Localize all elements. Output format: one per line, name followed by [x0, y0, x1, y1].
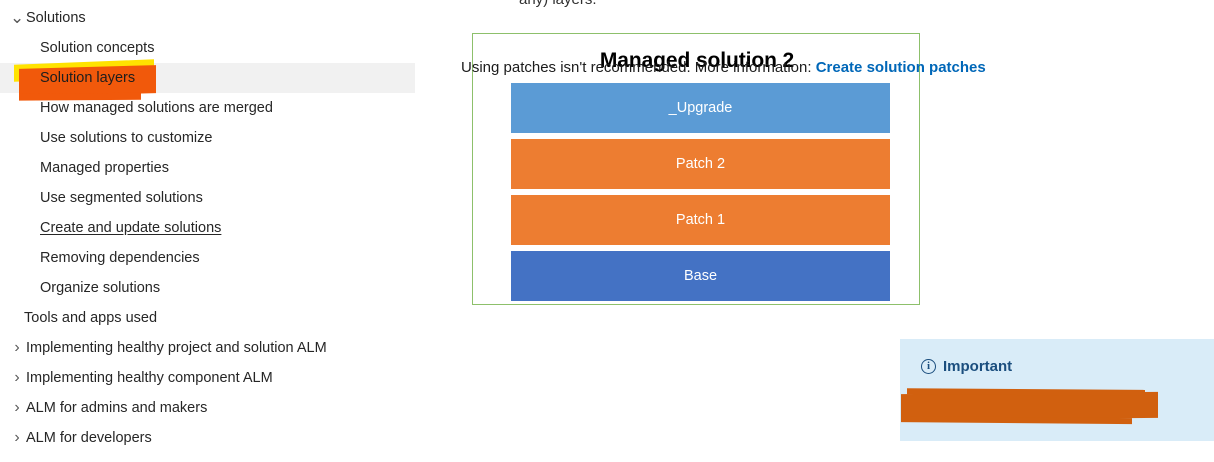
solution-layer-patch-2: Patch 2: [511, 139, 890, 189]
sidebar-item-label: Use segmented solutions: [40, 190, 203, 206]
orange-marker-highlight-callout: [901, 391, 1158, 421]
sidebar-item-label: Removing dependencies: [40, 250, 200, 266]
sidebar-item-removing-dependencies[interactable]: Removing dependencies: [0, 243, 440, 273]
sidebar-item-use-solutions-to-customize[interactable]: Use solutions to customize: [0, 123, 440, 153]
solution-layer-label: Patch 2: [675, 156, 726, 172]
callout-header: i Important: [921, 358, 1012, 375]
sidebar-item-solutions[interactable]: ⌄Solutions: [0, 3, 440, 33]
sidebar-item-tools-and-apps-used[interactable]: Tools and apps used: [0, 303, 440, 333]
solution-layer-label: _Upgrade: [668, 100, 733, 116]
chevron-down-icon[interactable]: ⌄: [10, 8, 25, 27]
info-circle-icon: i: [921, 359, 936, 374]
chevron-right-icon[interactable]: ›: [14, 339, 20, 356]
sidebar-item-organize-solutions[interactable]: Organize solutions: [0, 273, 440, 303]
solution-layer-base: Base: [511, 251, 890, 301]
sidebar-item-implementing-healthy-component-alm[interactable]: › Implementing healthy component ALM: [0, 363, 440, 393]
diagram-title: Managed solution 2: [599, 49, 795, 72]
solution-layer-label: Patch 1: [675, 212, 726, 228]
sidebar-item-label: How managed solutions are merged: [40, 100, 273, 116]
sidebar-item-label: ALM for admins and makers: [26, 400, 208, 416]
chevron-right-icon[interactable]: ›: [14, 429, 20, 446]
sidebar-item-label: Implementing healthy project and solutio…: [26, 340, 327, 356]
sidebar-item-label: Tools and apps used: [24, 310, 158, 326]
callout-body: Using patches isn't recommended. More in…: [461, 59, 986, 76]
callout-title: Important: [943, 358, 1013, 375]
chevron-right-icon[interactable]: ›: [14, 399, 20, 416]
sidebar-item-solution-layers-label[interactable]: Solution layers: [40, 70, 136, 86]
solution-layer-patch-1: Patch 1: [511, 195, 890, 245]
sidebar-item-solution-concepts[interactable]: Solution concepts: [0, 33, 440, 63]
sidebar-item-label: Create and update solutions: [40, 220, 222, 236]
sidebar-item-alm-for-developers[interactable]: › ALM for developers: [0, 423, 440, 453]
create-solution-patches-link[interactable]: Create solution patches: [815, 59, 986, 76]
callout-body-text: Using patches isn't recommended. More in…: [461, 59, 816, 76]
main-content: any) layers. Managed solution 2 _Upgrade…: [440, 0, 1214, 462]
sidebar-item-create-and-update-solutions[interactable]: Create and update solutions: [0, 213, 440, 243]
sidebar-item-use-segmented-solutions[interactable]: Use segmented solutions: [0, 183, 440, 213]
sidebar-item-label: Solutions: [26, 10, 86, 26]
chevron-right-icon[interactable]: ›: [14, 369, 20, 386]
sidebar-item-label: Managed properties: [40, 160, 169, 176]
sidebar-item-label: Organize solutions: [40, 280, 161, 296]
sidebar-item-managed-properties[interactable]: Managed properties: [0, 153, 440, 183]
solution-layer-label: Base: [683, 268, 718, 284]
sidebar-item-implementing-healthy-project-and-solution-alm[interactable]: › Implementing healthy project and soluti…: [0, 333, 440, 363]
sidebar-item-label: Implementing healthy component ALM: [26, 370, 273, 386]
clipped-paragraph-text: any) layers.: [519, 0, 597, 8]
sidebar-item-label: ALM for developers: [26, 430, 152, 446]
sidebar-item-label: Use solutions to customize: [40, 130, 213, 146]
sidebar-item-how-managed-solutions-are-merged[interactable]: How managed solutions are merged: [0, 93, 440, 123]
solution-layer-upgrade: _Upgrade: [511, 83, 890, 133]
sidebar-item-alm-for-admins-and-makers[interactable]: › ALM for admins and makers: [0, 393, 440, 423]
sidebar-item-label: Solution concepts: [40, 40, 155, 56]
